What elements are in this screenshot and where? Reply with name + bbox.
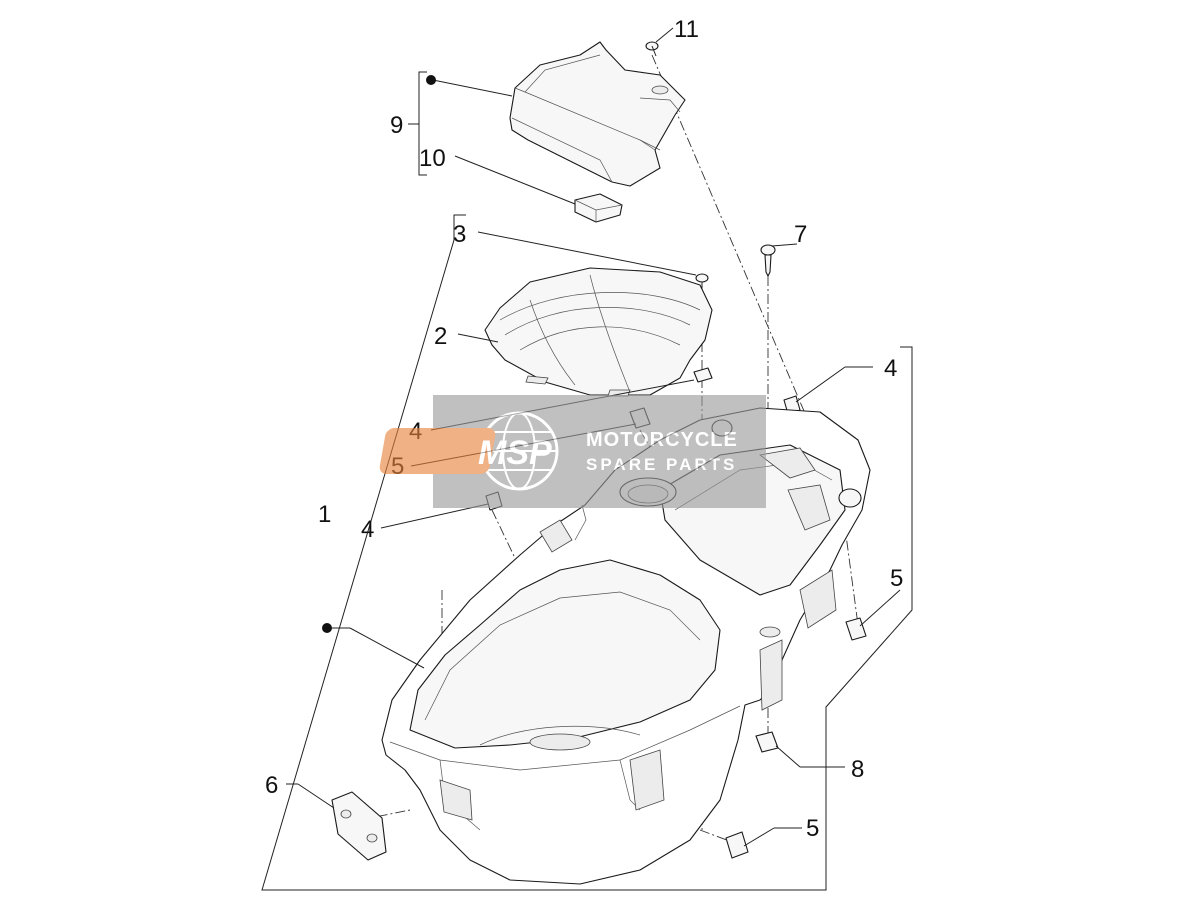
watermark-logo-badge <box>379 428 496 474</box>
watermark-logo: MSP <box>478 434 552 472</box>
clip-part-8 <box>755 731 779 753</box>
callout-10: 10 <box>419 145 446 172</box>
globe-icon <box>479 411 559 491</box>
bullet-dot-1 <box>322 623 332 633</box>
callout-4-right: 4 <box>884 355 897 382</box>
callout-5-bottom: 5 <box>806 815 819 842</box>
callout-6: 6 <box>265 772 278 799</box>
bracket-part-6 <box>331 791 387 861</box>
group-bracket-1 <box>261 214 913 891</box>
cover-part-9 <box>509 41 686 187</box>
watermark-line1: MOTORCYCLE <box>586 429 738 451</box>
callout-5-right: 5 <box>890 565 903 592</box>
helmet-compartment-part-1 <box>381 407 871 885</box>
callout-4-left: 4 <box>361 516 374 543</box>
watermark: MSP MOTORCYCLE SPARE PARTS <box>379 395 766 508</box>
callout-1: 1 <box>318 501 331 528</box>
callout-2: 2 <box>434 323 447 350</box>
clip-part-5-right <box>845 617 867 641</box>
lid-part-2 <box>484 267 713 397</box>
callout-11: 11 <box>674 16 699 43</box>
clip-part-5-bottom <box>725 831 749 859</box>
clip-part-4-top <box>693 367 713 383</box>
bullet-dot-9 <box>426 75 436 85</box>
pad-part-10 <box>574 193 623 223</box>
watermark-line2: SPARE PARTS <box>586 455 737 474</box>
group-bracket-9-10 <box>408 71 427 176</box>
callout-9: 9 <box>390 112 403 139</box>
callout-3: 3 <box>453 221 466 248</box>
callout-8: 8 <box>851 756 864 783</box>
screw-part-11 <box>645 41 659 57</box>
screw-part-7 <box>760 244 776 277</box>
callout-7: 7 <box>794 221 807 248</box>
